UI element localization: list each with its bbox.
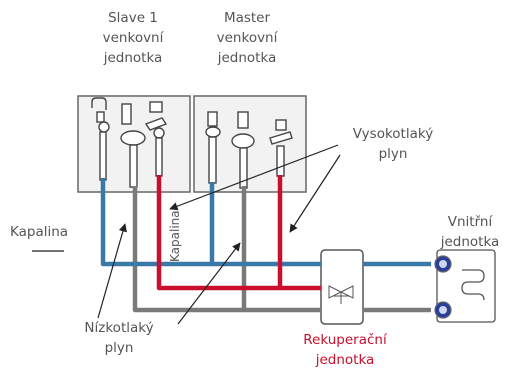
callout-arrows [32,144,341,325]
slave-unit-label: Slave 1 venkovní jednotka [98,8,168,68]
high-pressure-gas-label-line1: Vysokotlaký [352,126,434,142]
high-pressure-gas-label-line2: plyn [378,146,408,162]
recovery-unit-label-line2: jednotka [315,352,375,368]
master-unit-label-line2: venkovní [216,30,278,46]
recovery-unit-label: Rekuperační jednotka [290,330,400,370]
master-unit-label-line1: Master [223,10,271,26]
indoor-unit-box [436,249,496,323]
recovery-unit-label-line1: Rekuperační [303,332,387,348]
slave-unit-label-line2: venkovní [102,30,164,46]
indoor-unit-label-line2: jednotka [440,234,500,250]
high-pressure-gas-pipes [156,175,321,291]
slave-unit-label-line3: jednotka [103,50,163,66]
master-unit-valves [205,111,293,189]
low-pressure-gas-label: Nízkotlaký plyn [76,318,162,358]
indoor-fittings [434,255,452,319]
master-unit-label-line3: jednotka [217,50,277,66]
indoor-unit-label: Vnitřní jednotka [440,212,500,252]
low-pressure-gas-label-line2: plyn [104,340,134,356]
liquid-pipes [100,178,431,267]
liquid-label: Kapalina [10,224,69,240]
low-pressure-gas-label-line1: Nízkotlaký [84,320,154,336]
slave-unit-label-line1: Slave 1 [108,10,158,26]
liquid-vertical-label: Kapalina [168,210,182,262]
indoor-unit-label-line1: Vnitřní [447,214,493,230]
high-pressure-gas-label: Vysokotlaký plyn [338,124,448,164]
recovery-unit-box [320,249,364,325]
master-unit-label: Master venkovní jednotka [208,8,286,68]
